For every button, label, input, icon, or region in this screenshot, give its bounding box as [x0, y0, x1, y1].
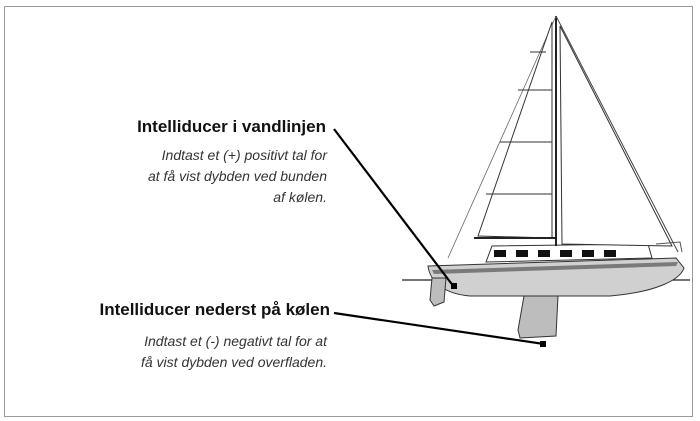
callout-title-keel: Intelliducer nederst på kølen: [99, 300, 330, 319]
porthole: [538, 250, 550, 257]
jib: [559, 25, 673, 247]
diagram-frame: [4, 6, 693, 417]
callout-description-keel: Indtast et (-) negativt tal for at få vi…: [141, 331, 327, 373]
callout-description-waterline: Indtast et (+) positivt tal for at få vi…: [148, 145, 327, 208]
description-line: få vist dybden ved overfladen.: [140, 354, 327, 370]
porthole: [582, 250, 594, 257]
description-line: af kølen.: [273, 189, 327, 205]
porthole: [516, 250, 528, 257]
forestay: [555, 15, 679, 253]
callout-title-waterline: Intelliducer i vandlinjen: [137, 117, 326, 136]
leader-line-waterline: [333, 128, 455, 288]
description-line: at få vist dybden ved bunden: [147, 168, 327, 184]
keel-pointer: [540, 341, 546, 347]
backstay: [447, 15, 557, 259]
mainsail: [477, 21, 553, 239]
hull-stripe: [432, 262, 678, 274]
porthole: [494, 250, 506, 257]
description-line: Indtast et (-) negativt tal for at: [144, 333, 327, 349]
leader-line-keel: [333, 311, 545, 346]
porthole: [560, 250, 572, 257]
description-line: Indtast et (+) positivt tal for: [161, 147, 327, 163]
rudder: [429, 277, 447, 307]
keel: [517, 295, 559, 339]
waterline-pointer: [451, 283, 457, 289]
porthole: [604, 250, 616, 257]
bow-pulpit: [655, 241, 683, 253]
